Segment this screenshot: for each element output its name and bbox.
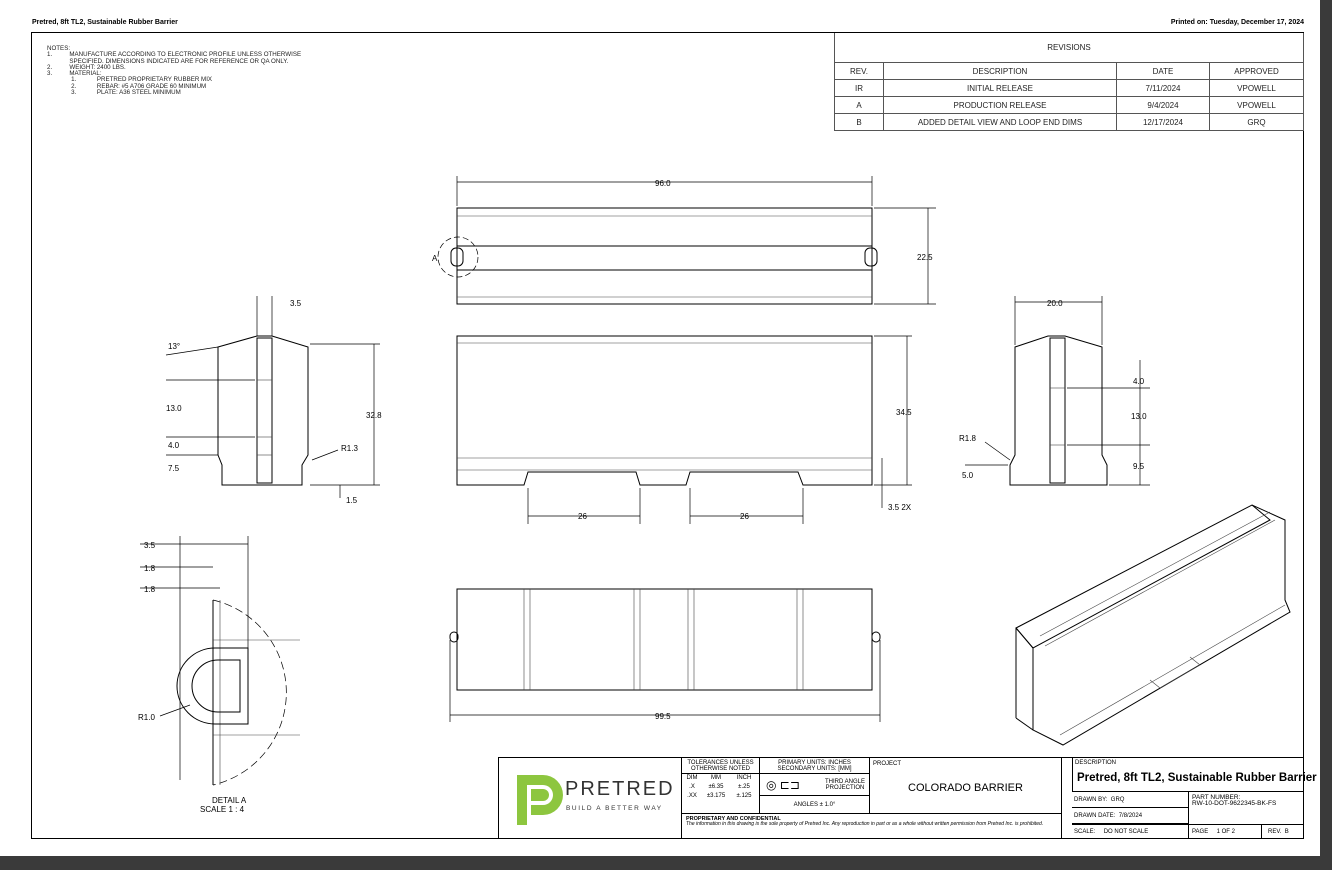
note-line: 3. PLATE: A36 STEEL MINIMUM <box>47 89 181 97</box>
description: DESCRIPTION Pretred, 8ft TL2, Sustainabl… <box>1072 758 1317 792</box>
scale: SCALE: DO NOT SCALE <box>1072 824 1188 838</box>
isometric-view <box>1015 504 1291 746</box>
dim-overall-length: 99.5 <box>655 712 671 721</box>
page: PAGE 1 OF 2 <box>1188 824 1262 838</box>
part-number: PART NUMBER:RW-10-DOT-9622345-BK-FS <box>1188 792 1304 824</box>
left-side-view: 3.5 13° 13.0 4.0 7.5 32.8 R1.3 1.5 <box>165 296 382 505</box>
note-line: 1. PRETRED PROPRIETARY RUBBER MIX <box>47 76 213 84</box>
dim-r1-8: R1.8 <box>959 434 976 443</box>
detail-label: DETAIL A <box>212 796 247 805</box>
document-title: Pretred, 8ft TL2, Sustainable Rubber Bar… <box>32 19 178 26</box>
notes: NOTES: 1. MANUFACTURE ACCORDING TO ELECT… <box>47 45 302 97</box>
front-view: 34.5 26 26 3.5 2X <box>456 335 912 524</box>
dim-5: 5.0 <box>962 471 974 480</box>
bottom-view: 99.5 <box>449 588 881 722</box>
logo: PRETRED BUILD A BETTER WAY <box>499 758 679 838</box>
dim-width: 20.0 <box>1047 299 1063 308</box>
units: PRIMARY UNITS: INCHES SECONDARY UNITS: [… <box>759 758 869 774</box>
confidential: PROPRIETARY AND CONFIDENTIAL The informa… <box>681 814 1061 838</box>
dim-1-8: 1.8 <box>144 585 156 594</box>
note-line: 2. REBAR: #5 A706 GRADE 60 MINIMUM <box>47 82 207 90</box>
dim-4: 4.0 <box>168 441 180 450</box>
dim-r1-3: R1.3 <box>341 444 358 453</box>
dim-3-5: 3.5 <box>144 541 156 550</box>
dim-angle: 13° <box>168 342 180 351</box>
dim-4: 4.0 <box>1133 377 1145 386</box>
dim-13: 13.0 <box>1131 412 1147 421</box>
dim-height: 34.5 <box>896 408 912 417</box>
note-line: 2. WEIGHT: 2400 LBS. <box>47 63 126 71</box>
dim-length: 96.0 <box>655 179 671 188</box>
detail-scale: SCALE 1 : 4 <box>200 805 245 814</box>
detail-callout: A <box>432 254 438 263</box>
top-view: 96.0 22.5 A <box>432 176 936 305</box>
projection: ◎ ⊏⊐ THIRD ANGLE PROJECTION <box>759 774 869 796</box>
dim-r1: R1.0 <box>138 713 155 722</box>
dim-32-8: 32.8 <box>366 411 382 420</box>
viewer-edge <box>1320 0 1332 870</box>
logo-name: PRETRED <box>565 778 675 800</box>
logo-tagline: BUILD A BETTER WAY <box>566 805 663 812</box>
dim-cutout-depth: 3.5 2X <box>888 503 912 512</box>
revision: REV. B <box>1262 824 1304 838</box>
note-line: 1. MANUFACTURE ACCORDING TO ELECTRONIC P… <box>47 51 302 59</box>
projection-symbol-icon: ◎ ⊏⊐ <box>766 778 800 792</box>
angles: ANGLES ± 1.0° <box>759 796 869 814</box>
dim-9-5: 9.5 <box>1133 462 1145 471</box>
note-line: SPECIFIED. DIMENSIONS INDICATED ARE FOR … <box>47 57 289 65</box>
detail-a-view: 3.5 1.8 1.8 R1.0 DETAIL A SCALE 1 : 4 <box>138 536 300 814</box>
viewer-edge <box>0 856 1332 870</box>
pretred-logo-icon <box>517 775 563 825</box>
drawn-by: DRAWN BY: GRQ <box>1072 792 1188 808</box>
right-side-view: 20.0 4.0 13.0 9.5 R1.8 5.0 <box>959 296 1150 486</box>
dim-height: 22.5 <box>917 253 933 262</box>
dim-wall: 3.5 <box>290 299 302 308</box>
tolerances-title: TOLERANCES UNLESS OTHERWISE NOTED <box>681 758 759 774</box>
dim-1-5: 1.5 <box>346 496 358 505</box>
note-line: 3. MATERIAL: <box>47 70 102 78</box>
dim-cutout-2: 26 <box>740 512 749 521</box>
revisions-title: REVISIONS <box>834 33 1304 63</box>
dim-7-5: 7.5 <box>168 464 180 473</box>
dim-cutout-1: 26 <box>578 512 587 521</box>
dim-13: 13.0 <box>166 404 182 413</box>
drawn-date: DRAWN DATE: 7/8/2024 <box>1072 808 1188 824</box>
title-block: PRETRED BUILD A BETTER WAY TOLERANCES UN… <box>498 757 1317 839</box>
project: PROJECT COLORADO BARRIER <box>869 758 1061 814</box>
printed-on: Printed on: Tuesday, December 17, 2024 <box>1170 19 1304 26</box>
notes-heading: NOTES: <box>47 45 71 52</box>
dim-1-8: 1.8 <box>144 564 156 573</box>
